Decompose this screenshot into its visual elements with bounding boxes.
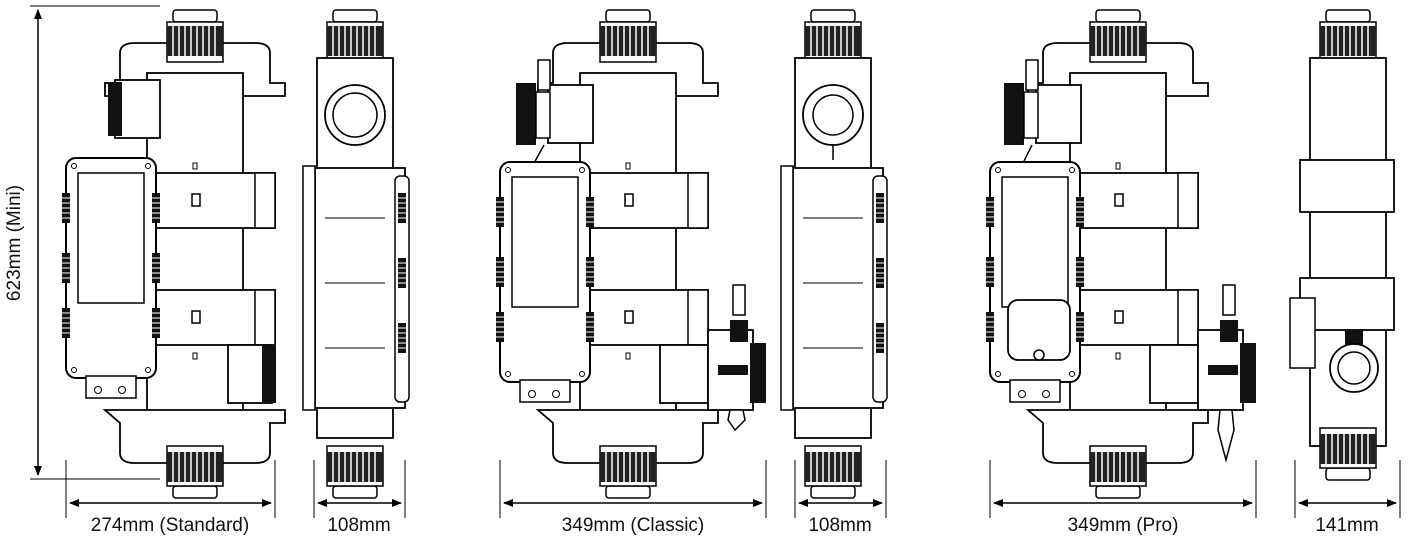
height-label: 623mm (Mini): [4, 185, 25, 301]
height-dimension: 623mm (Mini): [4, 5, 160, 480]
width-label-pro: 349mm (Pro): [1068, 515, 1179, 536]
width-label-standard: 274mm (Standard): [91, 515, 249, 536]
pro-side-view: [1289, 9, 1395, 481]
standard-side-view: [303, 10, 409, 498]
width-dimensions: 274mm (Standard) 108mm 349mm (Classic) 1…: [65, 460, 1401, 536]
standard-front-view: [62, 10, 285, 498]
classic-front-view: [496, 10, 766, 498]
width-label-classic-side: 108mm: [808, 515, 871, 536]
width-label-classic: 349mm (Classic): [562, 515, 705, 536]
width-label-pro-side: 141mm: [1315, 515, 1378, 536]
classic-side-view: [781, 10, 887, 498]
width-label-standard-side: 108mm: [327, 515, 390, 536]
pro-front-view: [986, 10, 1256, 498]
